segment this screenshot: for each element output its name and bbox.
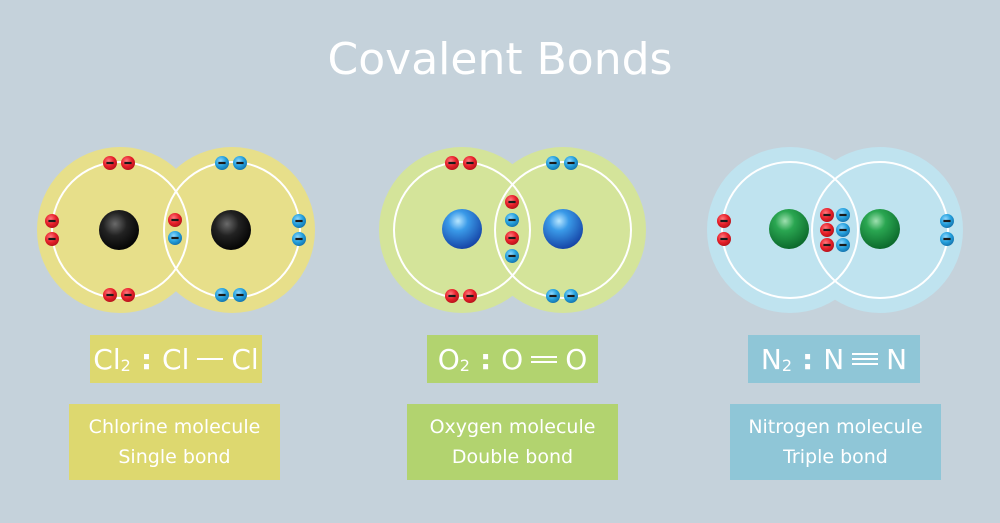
oxygen-caption-name: Oxygen molecule bbox=[429, 416, 596, 438]
chlorine-molecule bbox=[37, 147, 315, 313]
chlorine-shell-fill bbox=[37, 147, 315, 313]
oxygen-shell-fill bbox=[379, 147, 646, 313]
double-bond-icon bbox=[531, 353, 558, 366]
oxygen-caption-bond-type: Double bond bbox=[451, 446, 574, 468]
oxygen-formula-left-atom: O bbox=[501, 342, 524, 376]
chlorine-formula-subscript: 2 bbox=[120, 355, 131, 375]
chlorine-caption-name: Chlorine molecule bbox=[88, 416, 261, 438]
oxygen-formula-subscript: 2 bbox=[459, 355, 470, 375]
nitrogen-caption-bond-type: Triple bond bbox=[783, 446, 888, 468]
chlorine-caption-bond-type: Single bond bbox=[118, 446, 231, 468]
oxygen-nucleus-right bbox=[543, 209, 583, 249]
nitrogen-nucleus-right bbox=[860, 209, 900, 249]
chlorine-formula-left-atom: Cl bbox=[162, 342, 190, 376]
oxygen-orbits bbox=[393, 161, 632, 299]
nitrogen-molecule bbox=[707, 147, 963, 313]
chlorine-formula-colon: : bbox=[140, 342, 153, 376]
nitrogen-formula-left-atom: N bbox=[823, 342, 845, 376]
oxygen-molecule bbox=[379, 147, 646, 313]
oxygen-nucleus-left bbox=[442, 209, 482, 249]
nitrogen-formula-symbol: N bbox=[760, 342, 782, 376]
nitrogen-caption-name: Nitrogen molecule bbox=[748, 416, 923, 438]
nitrogen-formula-colon: : bbox=[802, 342, 814, 376]
single-bond-icon bbox=[197, 355, 224, 363]
nitrogen-formula-subscript: 2 bbox=[781, 355, 793, 375]
chlorine-nucleus-right bbox=[211, 210, 251, 250]
nitrogen-nucleus-left bbox=[769, 209, 809, 249]
triple-bond-icon bbox=[852, 350, 879, 368]
nitrogen-orbits bbox=[721, 161, 949, 299]
chlorine-formula-right-atom: Cl bbox=[231, 342, 259, 376]
chlorine-nucleus-left bbox=[99, 210, 139, 250]
oxygen-formula-symbol: O bbox=[437, 342, 460, 376]
nitrogen-caption: Nitrogen molecule Triple bond bbox=[730, 404, 941, 480]
nitrogen-shell-fill bbox=[707, 147, 963, 313]
nitrogen-formula-right-atom: N bbox=[886, 342, 908, 376]
oxygen-formula-colon: : bbox=[479, 342, 492, 376]
chlorine-caption: Chlorine molecule Single bond bbox=[69, 404, 280, 480]
chlorine-formula-symbol: Cl bbox=[93, 342, 121, 376]
chlorine-orbits bbox=[51, 161, 301, 299]
oxygen-formula-right-atom: O bbox=[565, 342, 588, 376]
oxygen-caption: Oxygen molecule Double bond bbox=[407, 404, 618, 480]
diagram-title: Covalent Bonds bbox=[327, 34, 673, 85]
